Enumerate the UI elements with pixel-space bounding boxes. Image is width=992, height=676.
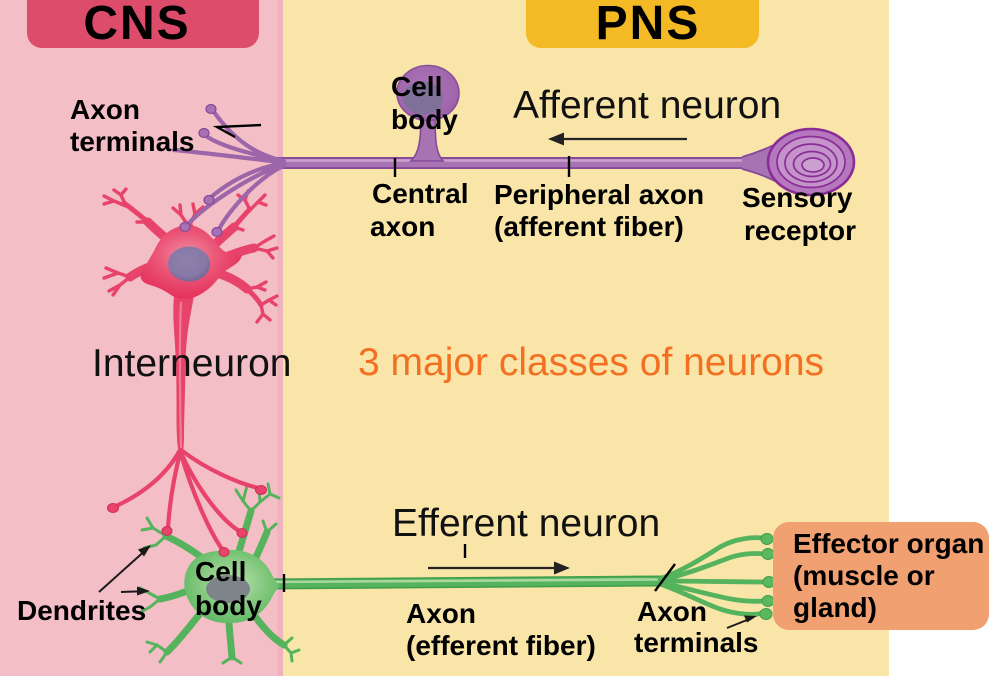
svg-text:Interneuron: Interneuron: [92, 342, 291, 385]
svg-text:body: body: [195, 590, 262, 621]
svg-text:Peripheral axon: Peripheral axon: [494, 179, 704, 210]
svg-text:Axon: Axon: [70, 94, 140, 125]
svg-text:Cell: Cell: [195, 556, 246, 587]
svg-text:Axon: Axon: [406, 598, 476, 629]
svg-text:terminals: terminals: [634, 627, 759, 658]
svg-text:PNS: PNS: [596, 0, 701, 50]
svg-text:axon: axon: [370, 211, 435, 242]
svg-text:receptor: receptor: [744, 215, 856, 246]
svg-text:Cell: Cell: [391, 71, 442, 102]
svg-text:Sensory: Sensory: [742, 182, 853, 213]
svg-text:Efferent neuron: Efferent neuron: [392, 502, 660, 545]
svg-text:(muscle or: (muscle or: [793, 560, 935, 591]
svg-text:Afferent neuron: Afferent neuron: [513, 84, 781, 127]
svg-text:body: body: [391, 104, 458, 135]
svg-text:3 major classes of neurons: 3 major classes of neurons: [358, 341, 824, 384]
svg-text:Effector organ: Effector organ: [793, 528, 984, 559]
svg-text:terminals: terminals: [70, 126, 195, 157]
svg-text:Axon: Axon: [637, 596, 707, 627]
svg-text:Dendrites: Dendrites: [17, 595, 146, 626]
svg-text:(efferent fiber): (efferent fiber): [406, 630, 596, 661]
svg-text:CNS: CNS: [83, 0, 190, 50]
svg-text:(afferent fiber): (afferent fiber): [494, 211, 684, 242]
svg-text:gland): gland): [793, 592, 877, 623]
svg-text:Central: Central: [372, 178, 468, 209]
